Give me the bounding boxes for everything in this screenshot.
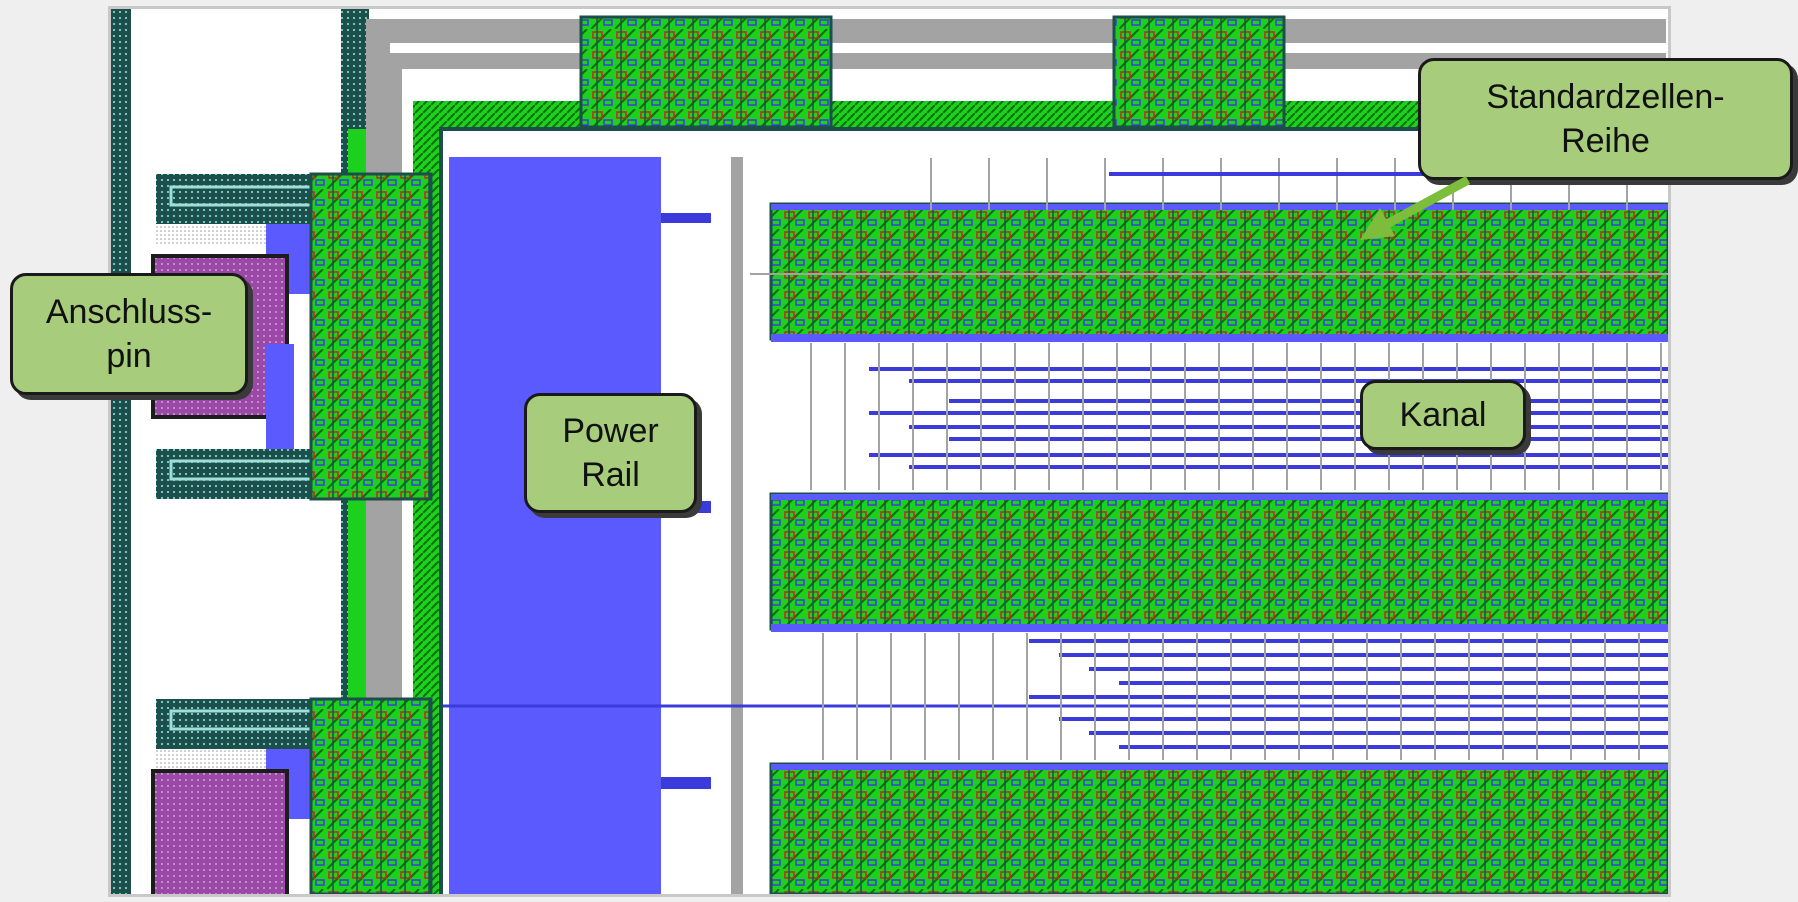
callout-power-rail: Power Rail bbox=[524, 393, 697, 513]
callout-anschlusspin: Anschluss- pin bbox=[10, 273, 248, 395]
callout-kanal-label: Kanal bbox=[1399, 396, 1487, 434]
callout-standardzellen-reihe: Standardzellen- Reihe bbox=[1418, 58, 1793, 180]
callout-power-rail-label: Power Rail bbox=[562, 412, 659, 494]
callout-anschlusspin-label: Anschluss- pin bbox=[45, 293, 213, 375]
callout-kanal: Kanal bbox=[1360, 380, 1526, 450]
callout-standardzellen-reihe-label: Standardzellen- Reihe bbox=[1486, 78, 1725, 160]
